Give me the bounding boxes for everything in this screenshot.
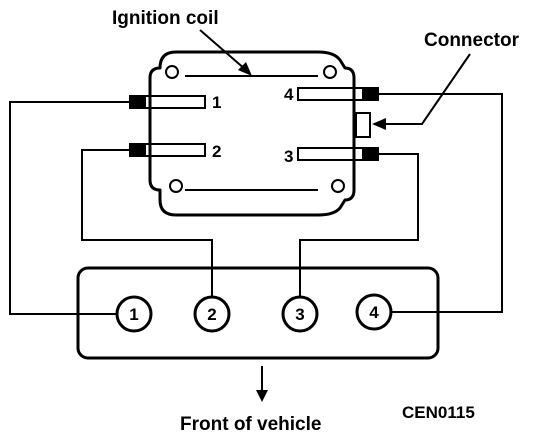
front-arrow-head (256, 390, 268, 402)
coil-terminal-4 (297, 87, 379, 101)
connector-block (355, 112, 371, 138)
ignition-coil-leader (199, 29, 247, 71)
coil-terminal-3 (297, 147, 379, 161)
mount-hole-bottom-left (169, 179, 183, 193)
coil-terminal-label-4: 4 (284, 85, 294, 104)
wire-1 (9, 101, 130, 315)
mount-hole-bottom-right (331, 179, 345, 193)
cylinder-label-2: 2 (207, 305, 216, 324)
connector-leader (384, 53, 471, 125)
wire-2 (81, 149, 213, 297)
ignition-coil-label: Ignition coil (112, 8, 219, 29)
figure-code: CEN0115 (402, 403, 475, 422)
mount-hole-top-left (165, 65, 179, 79)
cylinder-label-3: 3 (295, 305, 304, 324)
ignition-coil (148, 50, 356, 217)
coil-terminal-1 (129, 95, 206, 109)
wire-4 (378, 93, 503, 313)
coil-terminal-label-2: 2 (212, 142, 221, 161)
connector-leader-arrowhead (372, 118, 386, 130)
connector-label: Connector (424, 30, 520, 51)
front-of-vehicle-label: Front of vehicle (180, 414, 321, 435)
coil-terminal-label-1: 1 (212, 93, 221, 112)
cylinder-label-1: 1 (129, 305, 138, 324)
cylinder-1: 1 (115, 295, 153, 333)
ignition-coil-leader-arrowhead (238, 62, 252, 76)
coil-terminal-label-3: 3 (284, 147, 293, 166)
mount-hole-top-right (323, 65, 337, 79)
coil-terminal-2 (129, 143, 206, 157)
cylinder-3: 3 (281, 295, 319, 333)
cylinder-2: 2 (193, 295, 231, 333)
wire-3 (299, 153, 419, 297)
cylinder-label-4: 4 (369, 303, 379, 322)
cylinder-4: 4 (355, 293, 393, 331)
